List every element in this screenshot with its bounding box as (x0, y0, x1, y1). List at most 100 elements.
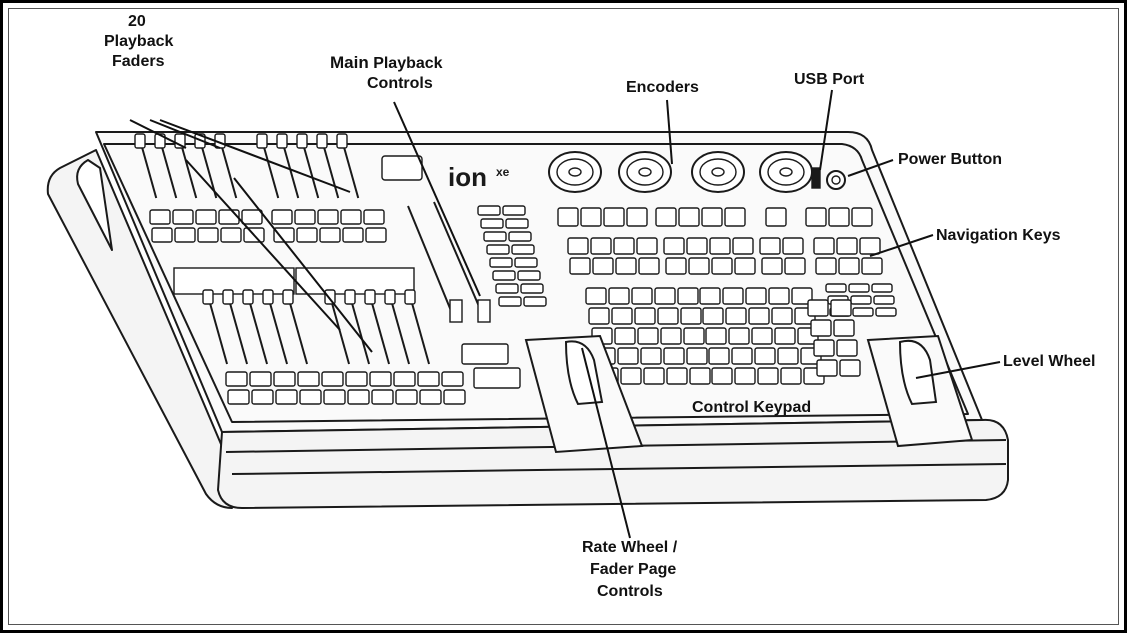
label-rate-line3: Controls (597, 583, 663, 600)
keypad-key (791, 287, 813, 305)
fader-page-key (483, 231, 507, 242)
control-key (590, 237, 612, 255)
playback-bump-key (297, 371, 320, 387)
playback-fader-bottom-left-track (287, 295, 309, 365)
fader-label-strip (173, 267, 295, 295)
keypad-key (677, 287, 699, 305)
playback-bump-key (174, 227, 196, 243)
encoder-hub (568, 167, 582, 177)
label-playback-word: Playback (373, 55, 443, 72)
softkey (805, 207, 827, 227)
playback-bump-key (393, 371, 416, 387)
label-rate-line2: Fader Page (590, 561, 677, 578)
console-logo: ion (448, 162, 487, 192)
playback-fader-bottom-right-knob (344, 289, 356, 305)
navigation-key (875, 307, 897, 317)
control-key (592, 257, 614, 275)
keypad-key (807, 299, 829, 317)
playback-bump-key (299, 389, 322, 405)
keypad-key (660, 327, 682, 345)
navigation-key (813, 237, 835, 255)
keypad-key (836, 339, 858, 357)
main-fader-track (433, 201, 485, 319)
control-key (709, 237, 731, 255)
console-top-deck-rim (103, 143, 969, 423)
keypad-key (774, 327, 796, 345)
keypad-key (780, 367, 802, 385)
fader-page-key (505, 218, 529, 229)
playback-bump-key (271, 209, 293, 225)
usb-port (811, 167, 821, 189)
keypad-key (683, 327, 705, 345)
console-front-lip (217, 418, 1009, 509)
playback-bump-key (273, 371, 296, 387)
label-usb-port: USB Port (794, 71, 865, 88)
encoder-wheel-inner (767, 158, 805, 186)
control-key (686, 237, 708, 255)
playback-fader-top-right-track (301, 139, 320, 199)
fader-page-key (511, 244, 535, 255)
softkey (603, 207, 625, 227)
playback-bump-key (197, 227, 219, 243)
playback-bump-key (441, 371, 464, 387)
keypad-key (731, 347, 753, 365)
playback-bump-key (296, 227, 318, 243)
navigation-key (871, 283, 893, 293)
keypad-key (657, 307, 679, 325)
diagram-inner-border (8, 8, 1119, 625)
keypad-key (702, 307, 724, 325)
fader-page-key (486, 244, 510, 255)
keypad-key (748, 307, 770, 325)
control-key (613, 237, 635, 255)
control-key (761, 257, 783, 275)
playback-fader-bottom-left-track (207, 295, 229, 365)
playback-fader-top-right-track (341, 139, 360, 199)
main-fader-knob (477, 299, 491, 323)
softkey (724, 207, 746, 227)
label-power-button: Power Button (898, 151, 1002, 168)
playback-bump-key (149, 209, 171, 225)
keypad-key (689, 367, 711, 385)
playback-fader-bottom-left-knob (282, 289, 294, 305)
control-key (782, 237, 804, 255)
fader-page-key (502, 205, 526, 216)
console-side-wedge (46, 149, 233, 509)
playback-fader-top-left-track (139, 139, 158, 199)
playback-bump-key (363, 209, 385, 225)
go-button (461, 343, 509, 365)
keypad-key (643, 367, 665, 385)
keypad-key (734, 367, 756, 385)
keypad-key (708, 347, 730, 365)
playback-bump-key (319, 227, 341, 243)
playback-fader-top-right-knob (276, 133, 288, 149)
keypad-key (833, 319, 855, 337)
playback-bump-key (321, 371, 344, 387)
fader-page-key (523, 296, 547, 307)
playback-fader-top-right-knob (256, 133, 268, 149)
playback-fader-bottom-right-track (369, 295, 391, 365)
playback-fader-top-left-track (199, 139, 218, 199)
keypad-key (830, 299, 852, 317)
console-logo-suffix: xe (496, 165, 510, 179)
keypad-key (686, 347, 708, 365)
encoder-wheel-inner (699, 158, 737, 186)
keypad-key (585, 287, 607, 305)
fader-page-key (492, 270, 516, 281)
encoder-hub (711, 167, 725, 177)
playback-fader-top-left-track (179, 139, 198, 199)
keypad-key (816, 359, 838, 377)
softkey (828, 207, 850, 227)
control-key (665, 257, 687, 275)
keypad-key (711, 367, 733, 385)
softkey (557, 207, 579, 227)
playback-fader-bottom-left-knob (262, 289, 274, 305)
keypad-key (663, 347, 685, 365)
playback-bump-key (218, 209, 240, 225)
playback-bump-key (419, 389, 442, 405)
keypad-key (680, 307, 702, 325)
control-key (711, 257, 733, 275)
leader-faders-4 (185, 159, 341, 331)
keypad-key (771, 307, 793, 325)
keypad-key (620, 367, 642, 385)
keypad-key (608, 287, 630, 305)
